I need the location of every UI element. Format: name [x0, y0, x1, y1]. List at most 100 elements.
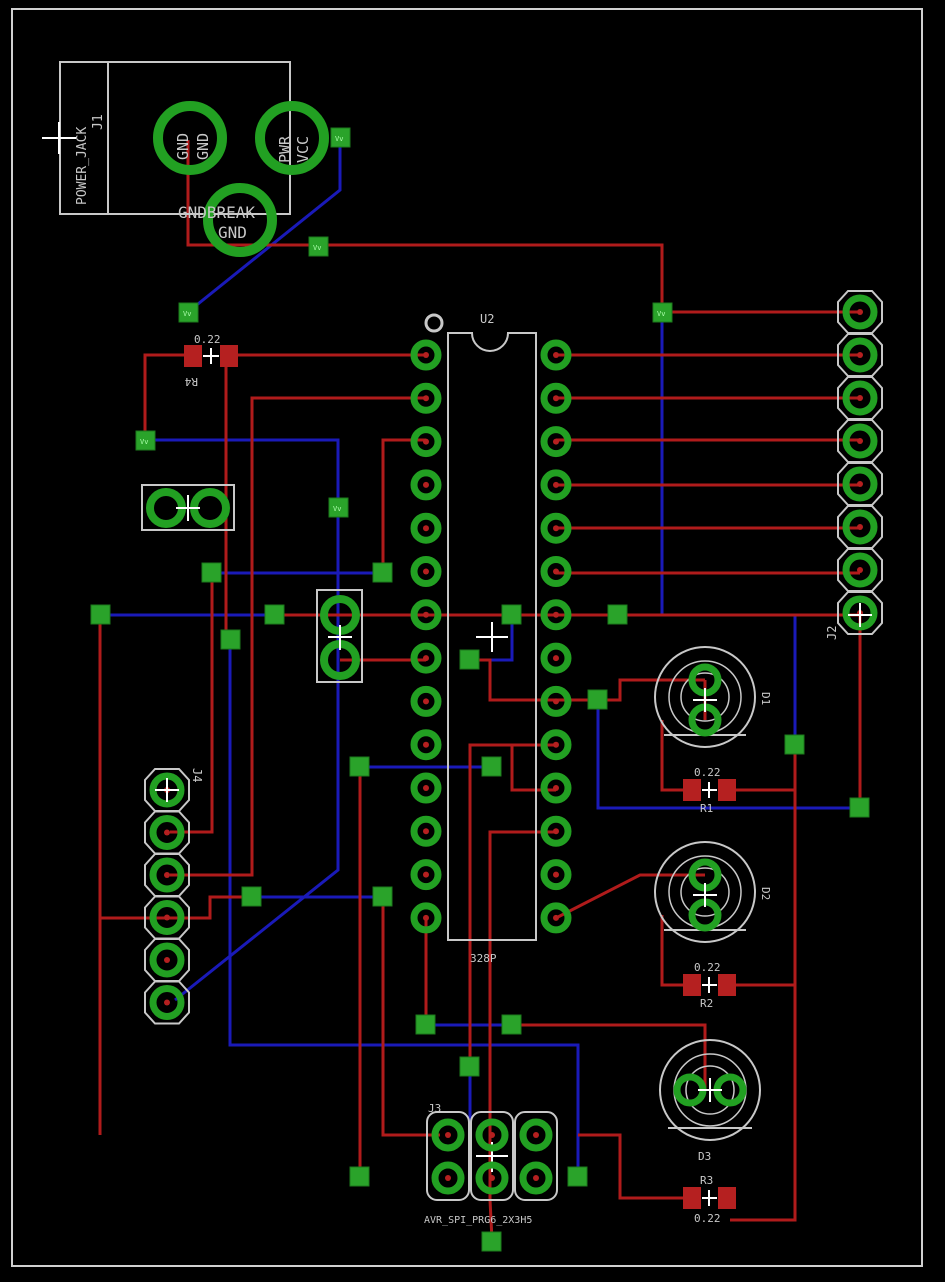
header-j2	[837, 290, 883, 635]
chip-pin-left	[410, 859, 442, 891]
j3-pad	[475, 1161, 509, 1195]
j3-pad-drill	[445, 1132, 451, 1138]
r4-label: R4	[184, 375, 198, 388]
vias	[90, 127, 870, 1252]
j2-pad-drill	[857, 395, 863, 401]
chip-pin-right-drill	[553, 785, 559, 791]
j3-outline	[470, 1111, 514, 1201]
chip-pins	[410, 339, 572, 934]
j3-pad	[431, 1161, 465, 1195]
chip-pin-left	[410, 382, 442, 414]
svg-text:Vv: Vv	[183, 310, 191, 318]
j4-pad	[149, 815, 185, 850]
chip-pin-right	[540, 382, 572, 414]
vcc-pad-label: VCC	[294, 136, 312, 163]
chip-pin-right	[540, 902, 572, 934]
j2-pad-drill	[857, 438, 863, 444]
chip-pin-right-drill	[553, 698, 559, 705]
j3-pad-drill	[533, 1132, 539, 1138]
j2-pad-drill	[857, 352, 863, 358]
j4-pad-drill	[164, 914, 170, 921]
chip-pin-left-drill	[423, 438, 429, 445]
j3-pad-drill	[489, 1175, 495, 1181]
chip-pin-left-drill	[423, 741, 429, 748]
r4-value: 0.22	[194, 333, 221, 346]
chip-pin-left-drill	[423, 481, 429, 488]
chip-pin-left-drill	[423, 352, 429, 358]
u2-label: U2	[480, 312, 494, 326]
j3-pad-drill	[489, 1132, 495, 1138]
j4-pad	[149, 900, 185, 935]
resistor-r2	[683, 974, 736, 996]
r2-value: 0.22	[694, 961, 721, 974]
r2-label: R2	[700, 997, 713, 1010]
chip-pin-right	[540, 685, 572, 717]
j3-pad	[519, 1118, 553, 1152]
chip-pin-left	[410, 469, 442, 501]
chip-pin-right-drill	[553, 871, 559, 878]
chip-pin-left	[410, 685, 442, 717]
j4-pad	[149, 985, 185, 1020]
d3-label: D3	[698, 1150, 711, 1163]
j2-pad	[842, 552, 878, 588]
header-j3-avr-spi	[426, 1111, 558, 1201]
j4-pad	[149, 772, 185, 808]
jumper-horizontal	[141, 484, 235, 531]
chip-pin-left	[410, 339, 442, 371]
chip-pin-left-drill	[423, 525, 429, 532]
chip-pin-right	[540, 729, 572, 761]
chip-pin-left-drill	[423, 698, 429, 705]
j2-pad-drill	[857, 309, 863, 315]
chip-pin-left	[410, 815, 442, 847]
j2-pad	[842, 423, 878, 459]
chip-pin-right-drill	[553, 611, 559, 618]
bottom-layer-traces	[100, 137, 860, 1177]
chip-pin-left	[410, 599, 442, 631]
gnd-pad-label-1: GND	[174, 133, 192, 160]
r1-label: R1	[700, 802, 713, 815]
j4-pad-drill	[164, 999, 170, 1006]
svg-text:Vv: Vv	[313, 244, 321, 252]
svg-text:Vv: Vv	[333, 505, 341, 513]
chip-pin-right	[540, 859, 572, 891]
pwr-pad-label: PWR	[276, 135, 294, 163]
gndbreak-label: GNDBREAK	[178, 203, 255, 222]
j3-outline	[426, 1111, 470, 1201]
avr-spi-label: AVR_SPI_PRG6_2X3H5	[424, 1215, 532, 1226]
chip-pin-left-drill	[423, 785, 429, 791]
led-d1	[654, 646, 756, 748]
chip-pin-right	[540, 815, 572, 847]
j2-pad-drill	[857, 567, 863, 573]
chip-pin-left	[410, 772, 442, 804]
chip-u2	[424, 313, 537, 941]
header-j4	[144, 768, 190, 1025]
chip-pin-left	[410, 902, 442, 934]
chip-pin-left-drill	[423, 914, 429, 921]
chip-pin-right	[540, 772, 572, 804]
j4-outline	[144, 768, 190, 1025]
chip-pin-right	[540, 642, 572, 674]
j3-outline	[514, 1111, 558, 1201]
chip-pin-right-drill	[553, 914, 559, 921]
chip-pin-right	[540, 469, 572, 501]
gnd-pad-label-2: GND	[218, 223, 247, 242]
chip-pin-right-drill	[553, 525, 559, 532]
j4-pad	[149, 942, 185, 978]
svg-text:Vv: Vv	[335, 135, 343, 143]
j3-pad-drill	[533, 1175, 539, 1181]
j2-pad	[842, 380, 878, 416]
jumper-vertical	[316, 589, 363, 683]
chip-pin-right-drill	[553, 438, 559, 445]
j2-pad	[842, 509, 878, 545]
j2-outline	[837, 290, 883, 635]
r3-value: 0.22	[694, 1212, 721, 1225]
j3-pad	[519, 1161, 553, 1195]
led-d2	[654, 841, 756, 943]
chip-pin-right	[540, 426, 572, 458]
j4-pad-drill	[164, 829, 170, 836]
j2-label: J2	[825, 626, 839, 640]
chip-pin-left	[410, 512, 442, 544]
chip-pin-left-drill	[423, 871, 429, 878]
